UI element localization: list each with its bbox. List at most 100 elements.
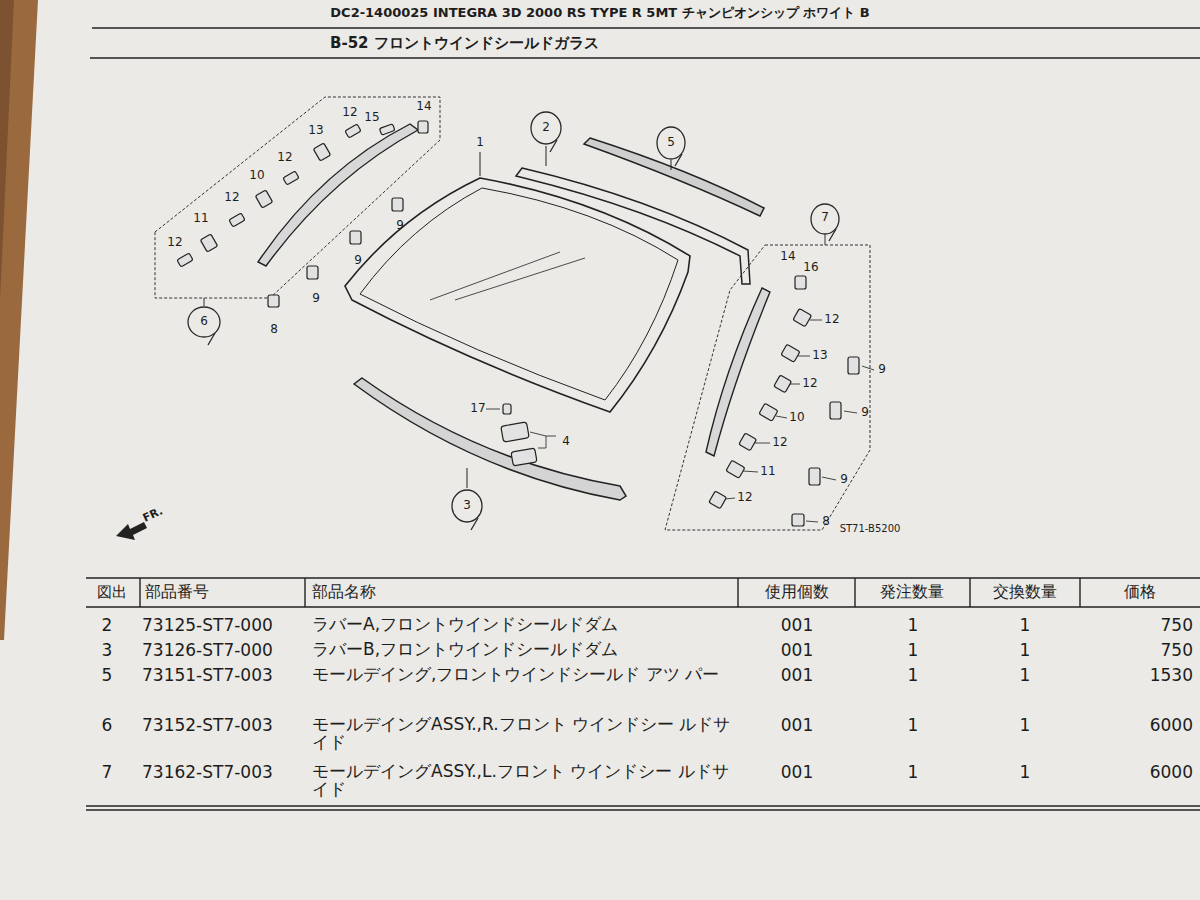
table-header: 交換数量 — [993, 583, 1057, 601]
rule — [1079, 578, 1080, 607]
page-header: DC2-1400025 INTEGRA 3D 2000 RS TYPE R 5M… — [330, 6, 869, 20]
rule — [86, 577, 1200, 578]
table-cell: 2 — [102, 616, 113, 635]
section-title: B-52 フロントウインドシールドガラス — [330, 35, 599, 52]
leader-line — [204, 298, 205, 306]
callout-number: 17 — [470, 402, 485, 415]
rule — [86, 606, 1200, 607]
table-cell: 1 — [1020, 616, 1031, 635]
table-cell: 001 — [781, 763, 813, 782]
side-molding-strip — [706, 288, 770, 456]
clip — [781, 344, 800, 362]
rule — [737, 578, 738, 607]
pen-marks — [188, 112, 839, 530]
glass-inner — [360, 188, 678, 400]
callout-number: 12 — [342, 106, 357, 119]
callout-number: 12 — [824, 313, 839, 326]
leader-line — [822, 477, 836, 480]
callout-number: 12 — [224, 191, 239, 204]
side-molding — [258, 124, 770, 456]
clip — [809, 468, 820, 485]
callout-number: 12 — [167, 236, 182, 249]
clip — [759, 403, 778, 421]
callout-number: 5 — [667, 136, 675, 149]
group-frame — [665, 245, 870, 530]
molding-strip — [584, 138, 764, 216]
rule — [86, 805, 1200, 806]
rule — [86, 809, 1200, 810]
clip — [501, 422, 529, 442]
callout-number: 10 — [249, 169, 264, 182]
callout-number: 7 — [821, 211, 829, 224]
side-molding-strip — [258, 124, 418, 266]
table-cell: モールデイングASSY.,R.フロント ウインドシー ルドサイド — [312, 715, 732, 751]
table-cell: 1 — [1020, 763, 1031, 782]
clip — [392, 198, 403, 211]
leader-line — [790, 384, 800, 385]
clip — [255, 190, 272, 208]
clip — [774, 375, 792, 393]
table-cell: 73152-ST7-003 — [142, 716, 273, 735]
rule — [92, 27, 1200, 29]
rubber-strip — [354, 378, 626, 500]
callout-number: 3 — [463, 499, 471, 512]
pen-circle — [452, 490, 482, 522]
callout-number: 9 — [878, 363, 886, 376]
front-mark: FR. — [141, 505, 165, 525]
pen-circle — [811, 204, 839, 234]
clip — [268, 295, 279, 307]
table-cell: 73126-ST7-000 — [142, 641, 273, 660]
pen-tick — [675, 154, 682, 166]
clip — [229, 213, 245, 227]
callout-number: 12 — [737, 491, 752, 504]
front-arrow — [116, 522, 147, 540]
clip — [726, 460, 745, 478]
clip — [795, 276, 806, 289]
callout-number: 9 — [861, 406, 869, 419]
rule — [854, 578, 855, 607]
rule — [90, 57, 1200, 59]
clip — [307, 266, 318, 279]
callout-number: 2 — [542, 121, 550, 134]
wood-table-shadow — [0, 0, 14, 300]
table-cell: 1 — [1020, 641, 1031, 660]
callout-number: 11 — [760, 465, 775, 478]
group-outline — [155, 97, 870, 530]
clip — [709, 491, 727, 509]
clips — [177, 121, 859, 526]
table-cell: 3 — [102, 641, 113, 660]
clip — [200, 234, 217, 252]
pen-tick — [829, 229, 836, 241]
table-header: 図出 — [97, 584, 127, 601]
glass-reflection — [455, 258, 585, 300]
table-cell: 1 — [1020, 666, 1031, 685]
clip — [739, 433, 757, 451]
leader-line — [743, 471, 758, 472]
leader-line — [546, 146, 547, 166]
callout-number: 9 — [840, 473, 848, 486]
table-cell: モールデイング,フロントウインドシールド アツ パー — [312, 665, 732, 683]
callout-number: 13 — [308, 124, 323, 137]
leader-line — [825, 234, 826, 245]
leader-line — [671, 160, 672, 170]
leader-line — [844, 411, 857, 413]
table-cell: 001 — [781, 616, 813, 635]
table-cell: 001 — [781, 641, 813, 660]
table-cell: 1 — [908, 763, 919, 782]
wood-table — [0, 0, 38, 640]
clip — [830, 402, 841, 419]
table-header: 部品番号 — [145, 583, 209, 601]
table-cell: 750 — [1161, 616, 1193, 635]
table-cell: 73151-ST7-003 — [142, 666, 273, 685]
group-frame — [155, 97, 440, 298]
clip — [418, 121, 428, 133]
callout-number: 12 — [802, 377, 817, 390]
table-header: 使用個数 — [765, 583, 829, 601]
callout-number: 9 — [396, 219, 404, 232]
table-cell: モールデイングASSY.,L.フロント ウインドシー ルドサイド — [312, 762, 732, 798]
table-cell: 73125-ST7-000 — [142, 616, 273, 635]
table-cell: 001 — [781, 716, 813, 735]
table-cell: 73162-ST7-003 — [142, 763, 273, 782]
header-rules — [90, 28, 1200, 58]
pen-circle — [531, 112, 561, 144]
